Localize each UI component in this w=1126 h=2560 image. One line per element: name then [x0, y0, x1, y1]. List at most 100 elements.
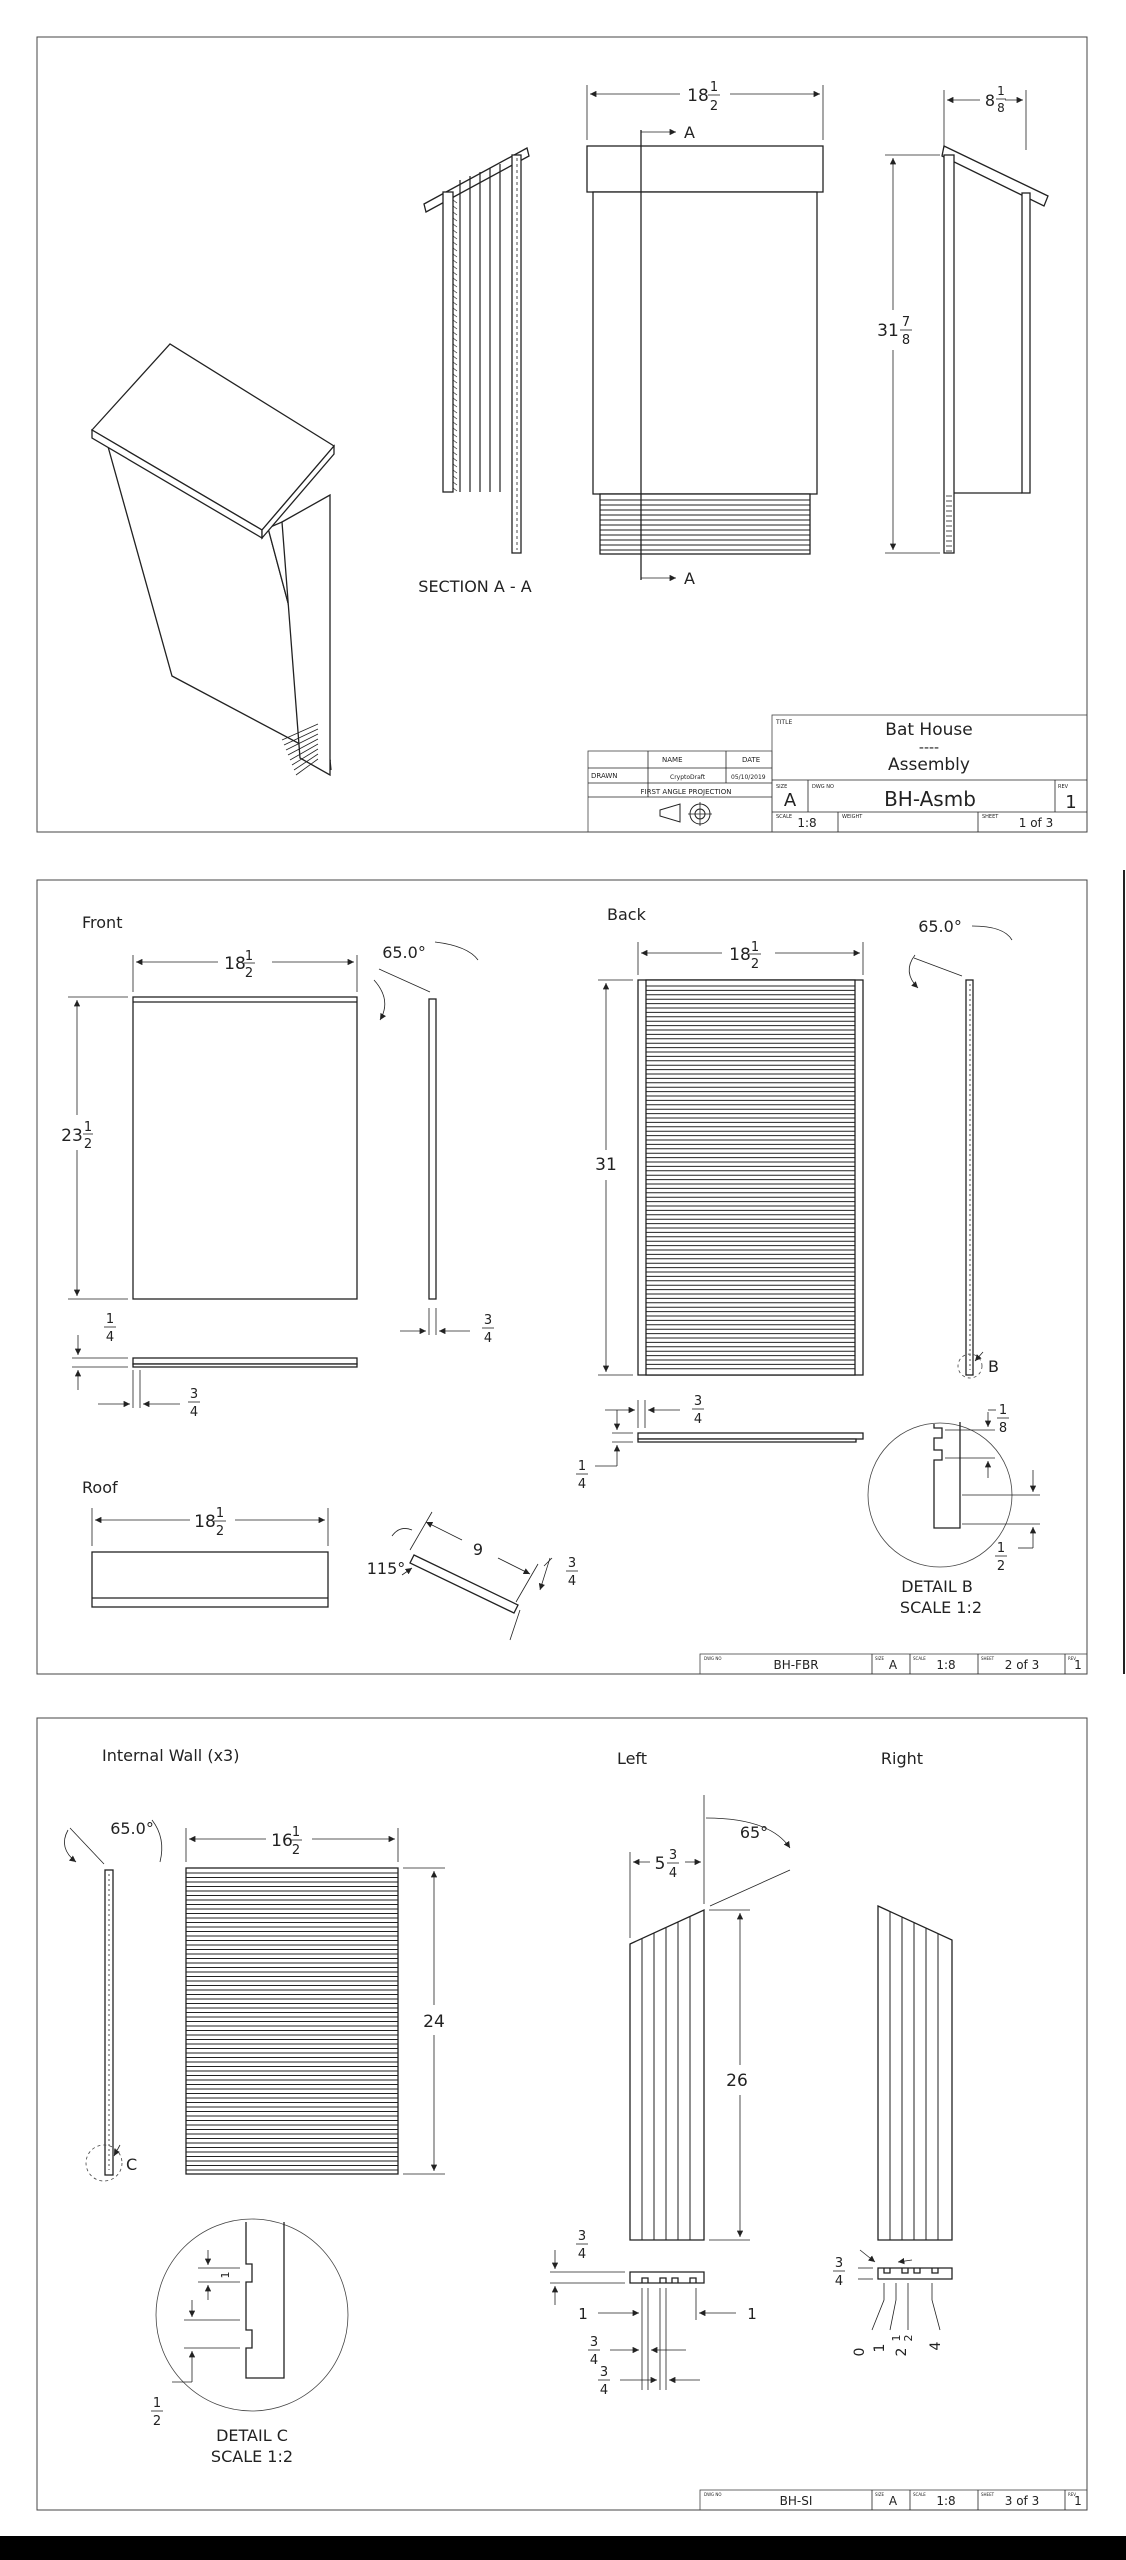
front-height-fraction-den: 2 — [84, 1137, 92, 1152]
back-rebate-den: 4 — [694, 1412, 702, 1427]
internal-wall-slats — [186, 1872, 398, 2171]
section-hatch-line — [452, 355, 458, 360]
front-thickness-den: 4 — [484, 1331, 492, 1346]
groove-spacing-num: 3 — [600, 2365, 608, 2380]
sheet-3: Internal Wall (x3) 16 1 2 24 65.0° C — [36, 1717, 1088, 2511]
projection-label: FIRST ANGLE PROJECTION — [641, 788, 732, 796]
drawn-label: DRAWN — [591, 772, 618, 780]
scale-value: 1:8 — [797, 816, 816, 830]
section-hatch-line — [452, 265, 458, 270]
section-hatch-line — [452, 259, 458, 264]
section-hatch-line — [452, 349, 458, 354]
groove-position-2-fraction-num: 1 — [890, 2335, 903, 2342]
detail-b-label: DETAIL B — [901, 1577, 973, 1596]
left-wall-label: Left — [617, 1749, 647, 1768]
section-hatch-line — [452, 439, 458, 444]
back-height-dimension: 31 — [595, 1155, 617, 1175]
section-hatch-line — [452, 397, 458, 402]
roof-thickness-den: 4 — [568, 1574, 576, 1589]
groove-spacing-den: 4 — [600, 2383, 608, 2398]
groove-position-4: 4 — [928, 2341, 944, 2350]
sheet-3-rev-caption: REV — [1068, 2492, 1076, 2497]
isometric-slat-line — [287, 738, 319, 756]
internal-width-whole: 16 — [271, 1831, 293, 1851]
dwg-no-caption: DWG NO — [812, 784, 834, 790]
internal-width-fraction-num: 1 — [292, 1825, 300, 1840]
section-hatch-line — [452, 421, 458, 426]
section-hatch-line — [452, 469, 458, 474]
scale-caption: SCALE — [776, 814, 792, 820]
sheet-3-border — [36, 1717, 1088, 2511]
section-hatch-line — [452, 433, 458, 438]
isometric-slat-line — [285, 733, 319, 751]
front-lip-den: 4 — [106, 1330, 114, 1345]
section-hatch-line — [452, 289, 458, 294]
groove-position-2-fraction-den: 2 — [902, 2335, 915, 2342]
groove-position-0: 0 — [852, 2348, 868, 2357]
section-hatch-line — [452, 337, 458, 342]
isometric-view — [90, 343, 335, 777]
overall-height-dimension-whole: 31 — [877, 321, 899, 341]
section-marker-top: A — [684, 123, 695, 142]
detail-c-groove-num: 1 — [219, 2272, 232, 2279]
side-view-slats — [946, 495, 952, 552]
section-hatch-line — [452, 271, 458, 276]
overall-height-fraction-num: 7 — [902, 315, 910, 330]
left-height-dimension: 26 — [726, 2071, 748, 2091]
detail-b-scale: SCALE 1:2 — [900, 1598, 982, 1617]
section-hatch-line — [452, 409, 458, 414]
section-hatch-line — [452, 205, 458, 210]
internal-angle-label: 65.0° — [110, 1819, 154, 1838]
size-caption: SIZE — [776, 784, 787, 790]
section-hatch-line — [452, 319, 458, 324]
sheet-1: SECTION A - A A A 18 1 2 — [36, 36, 1088, 833]
internal-wall-label: Internal Wall (x3) — [102, 1746, 239, 1765]
section-hatch-line — [452, 391, 458, 396]
detail-b-depth-den: 2 — [997, 1559, 1005, 1574]
drawn-date: 05/10/2019 — [731, 774, 766, 781]
right-wall-label: Right — [881, 1749, 923, 1768]
roof-width-whole: 18 — [194, 1512, 216, 1532]
section-internal-walls — [452, 164, 501, 492]
detail-b-depth-num: 1 — [997, 1541, 1005, 1556]
section-hatch-line — [452, 211, 458, 216]
weight-caption: WEIGHT — [842, 814, 863, 820]
name-header: NAME — [662, 756, 683, 764]
sheet-2-size: A — [889, 1658, 898, 1672]
left-angle-label: 65° — [740, 1823, 768, 1842]
isometric-slat-line — [293, 753, 319, 771]
section-hatch-line — [452, 415, 458, 420]
section-hatch-line — [452, 361, 458, 366]
sheet-3-rev: 1 — [1074, 2494, 1082, 2508]
section-hatch-line — [452, 217, 458, 222]
isometric-slat-line — [283, 728, 319, 746]
section-hatch-line — [452, 457, 458, 462]
front-elevation-view: A A 18 1 2 — [586, 80, 824, 588]
viewer-bottom-bar — [0, 2536, 1126, 2560]
section-hatch-line — [452, 487, 458, 492]
back-lip-den: 4 — [578, 1477, 586, 1492]
back-panel-label: Back — [607, 905, 647, 924]
drawing-subtitle: Assembly — [888, 755, 970, 775]
detail-c-marker: C — [126, 2155, 137, 2174]
title-caption: TITLE — [775, 719, 792, 726]
depth-fraction-den: 8 — [997, 101, 1005, 115]
back-width-fraction-den: 2 — [751, 957, 759, 972]
front-panel-view: Front 18 1 2 23 1 2 65.0° — [61, 913, 494, 1420]
depth-dimension-whole: 8 — [985, 91, 995, 110]
section-hatch-line — [452, 367, 458, 372]
back-lip-num: 1 — [578, 1459, 586, 1474]
sheet-3-dwg-caption: DWG NO — [704, 2492, 722, 2497]
sheet-3-scale: 1:8 — [936, 2494, 955, 2508]
section-hatch-line — [452, 445, 458, 450]
sheet-2-border — [36, 879, 1088, 1675]
drawn-name: CryptoDraft — [670, 774, 706, 781]
depth-fraction-num: 1 — [997, 84, 1005, 98]
section-hatch-line — [452, 313, 458, 318]
front-width-whole: 18 — [224, 954, 246, 974]
detail-b-marker: B — [988, 1357, 999, 1376]
title-block-sheet-2: DWG NO BH-FBR SIZE A SCALE 1:8 SHEET 2 o… — [699, 1653, 1088, 1675]
size-value: A — [784, 790, 797, 811]
drawing-title-separator: ---- — [919, 740, 939, 756]
sheet-2-scale-caption: SCALE — [913, 1656, 926, 1661]
